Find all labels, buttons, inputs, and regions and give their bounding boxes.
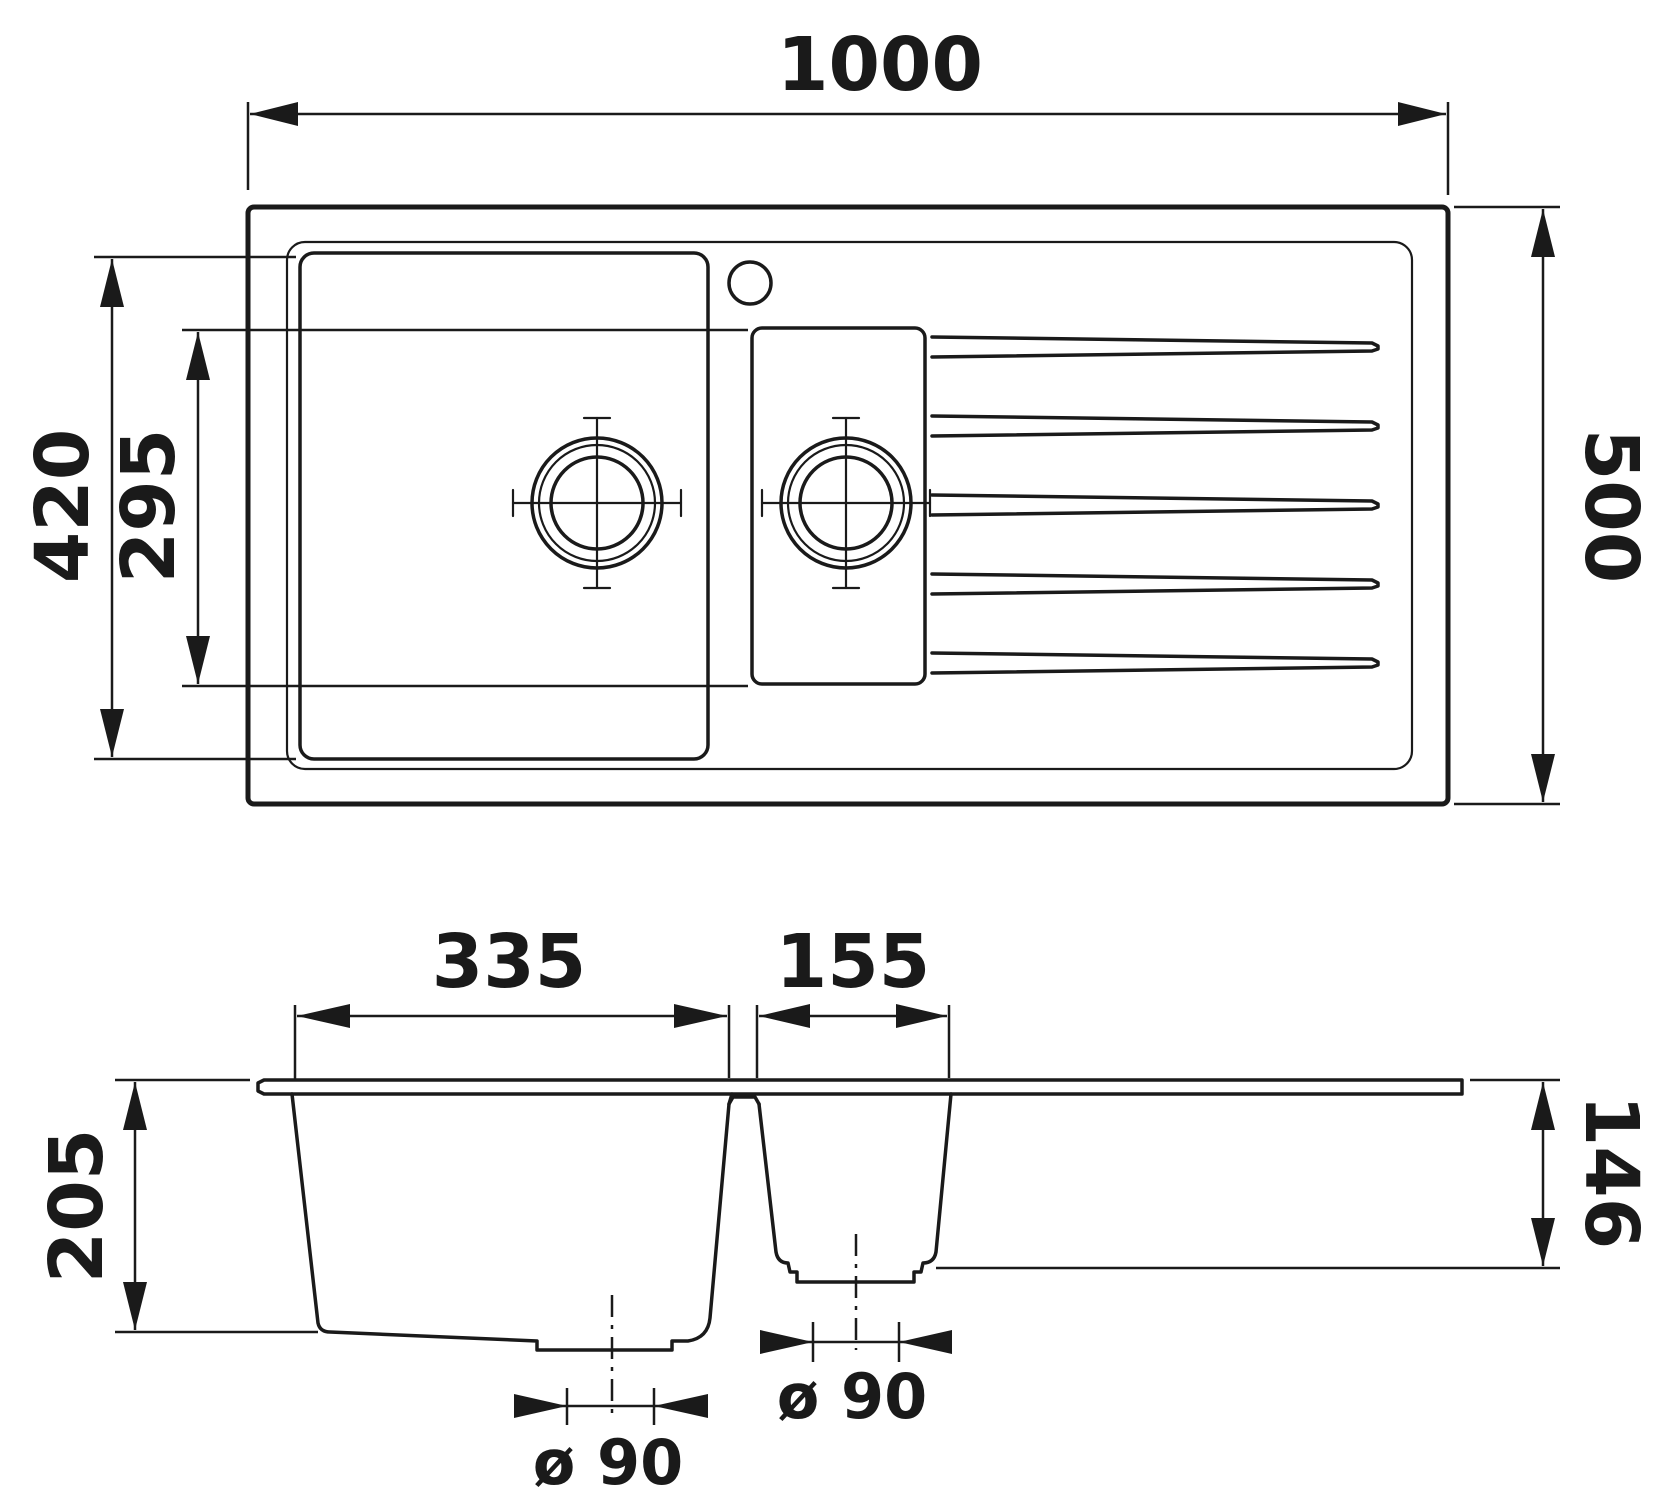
small-drain-top	[760, 416, 932, 590]
label-small-bowl-depth: 295	[106, 429, 192, 583]
drainer-rim	[285, 240, 1414, 771]
dimension-small-bowl-height	[936, 1078, 1560, 1270]
label-overall-width: 1000	[777, 22, 983, 108]
dimension-small-bowl-depth	[182, 328, 748, 688]
label-main-bowl-width: 335	[432, 919, 586, 1005]
tap-hole	[727, 260, 773, 306]
label-overall-depth: 500	[1568, 429, 1654, 583]
top-view	[94, 102, 1560, 807]
dimension-small-drain	[760, 1322, 952, 1362]
bowl-divider	[727, 1095, 761, 1106]
label-main-bowl-depth: 420	[20, 429, 106, 583]
label-main-drain: ø 90	[533, 1426, 683, 1495]
label-small-bowl-width: 155	[776, 919, 930, 1005]
small-bowl-top	[750, 326, 927, 686]
side-view	[115, 1004, 1560, 1425]
main-drain-top	[511, 416, 683, 590]
dimension-main-drain	[514, 1388, 708, 1425]
dimension-overall-depth	[1454, 205, 1560, 806]
label-small-bowl-height: 146	[1568, 1095, 1654, 1249]
drainer-grooves	[930, 335, 1380, 675]
dimension-main-bowl-height	[115, 1078, 318, 1334]
main-bowl-top	[298, 251, 710, 761]
dimension-main-bowl-width	[293, 1004, 731, 1080]
label-small-drain: ø 90	[777, 1360, 927, 1433]
dimension-main-bowl-depth	[94, 255, 296, 761]
sink-outline	[245, 204, 1451, 807]
main-bowl-profile	[290, 1092, 734, 1352]
label-main-bowl-height: 205	[34, 1129, 120, 1283]
dimension-small-bowl-width	[755, 1004, 951, 1078]
dimension-overall-width	[246, 102, 1450, 195]
deck-profile	[256, 1078, 1464, 1096]
